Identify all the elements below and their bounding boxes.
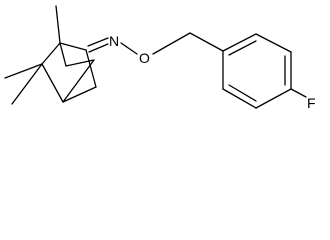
ring-inner-double-1 [228,40,257,56]
bond-c1-methyl [55,5,61,44]
bond-c7-methyl-a [4,63,43,79]
oxime-ether-chain [87,32,224,55]
bond-c2-c3 [85,49,97,88]
bond-c1-c2 [59,42,87,51]
ring-bond-1 [222,33,257,52]
double-bond-c-n-inner [88,43,109,53]
bond-n-o [120,42,138,55]
chemical-structure-diagram: N O F [4,5,316,111]
oxygen-label: O [139,50,150,66]
bond-c5-c4 [62,59,95,103]
bond-o-ch2 [152,32,191,55]
bicyclic-skeleton [4,5,97,105]
ring-bond-4 [255,88,292,109]
nitrogen-label: N [109,33,119,49]
ring-bond-2 [255,33,292,53]
bond-c3-c4 [62,86,97,103]
bond-c7-c4 [41,63,64,103]
double-bond-c-n-outer [87,37,109,47]
bond-aryl-f [290,88,307,98]
bond-c1-c6 [59,42,67,67]
bond-ch2-aryl [189,32,224,52]
benzene-ring [222,33,307,109]
bond-c1-c7 [41,42,61,65]
ring-inner-double-3 [228,84,257,102]
fluorine-label: F [307,95,316,111]
bond-c6-c5 [65,59,95,67]
ring-bond-5 [222,88,257,109]
bond-c7-methyl-b [11,63,43,105]
